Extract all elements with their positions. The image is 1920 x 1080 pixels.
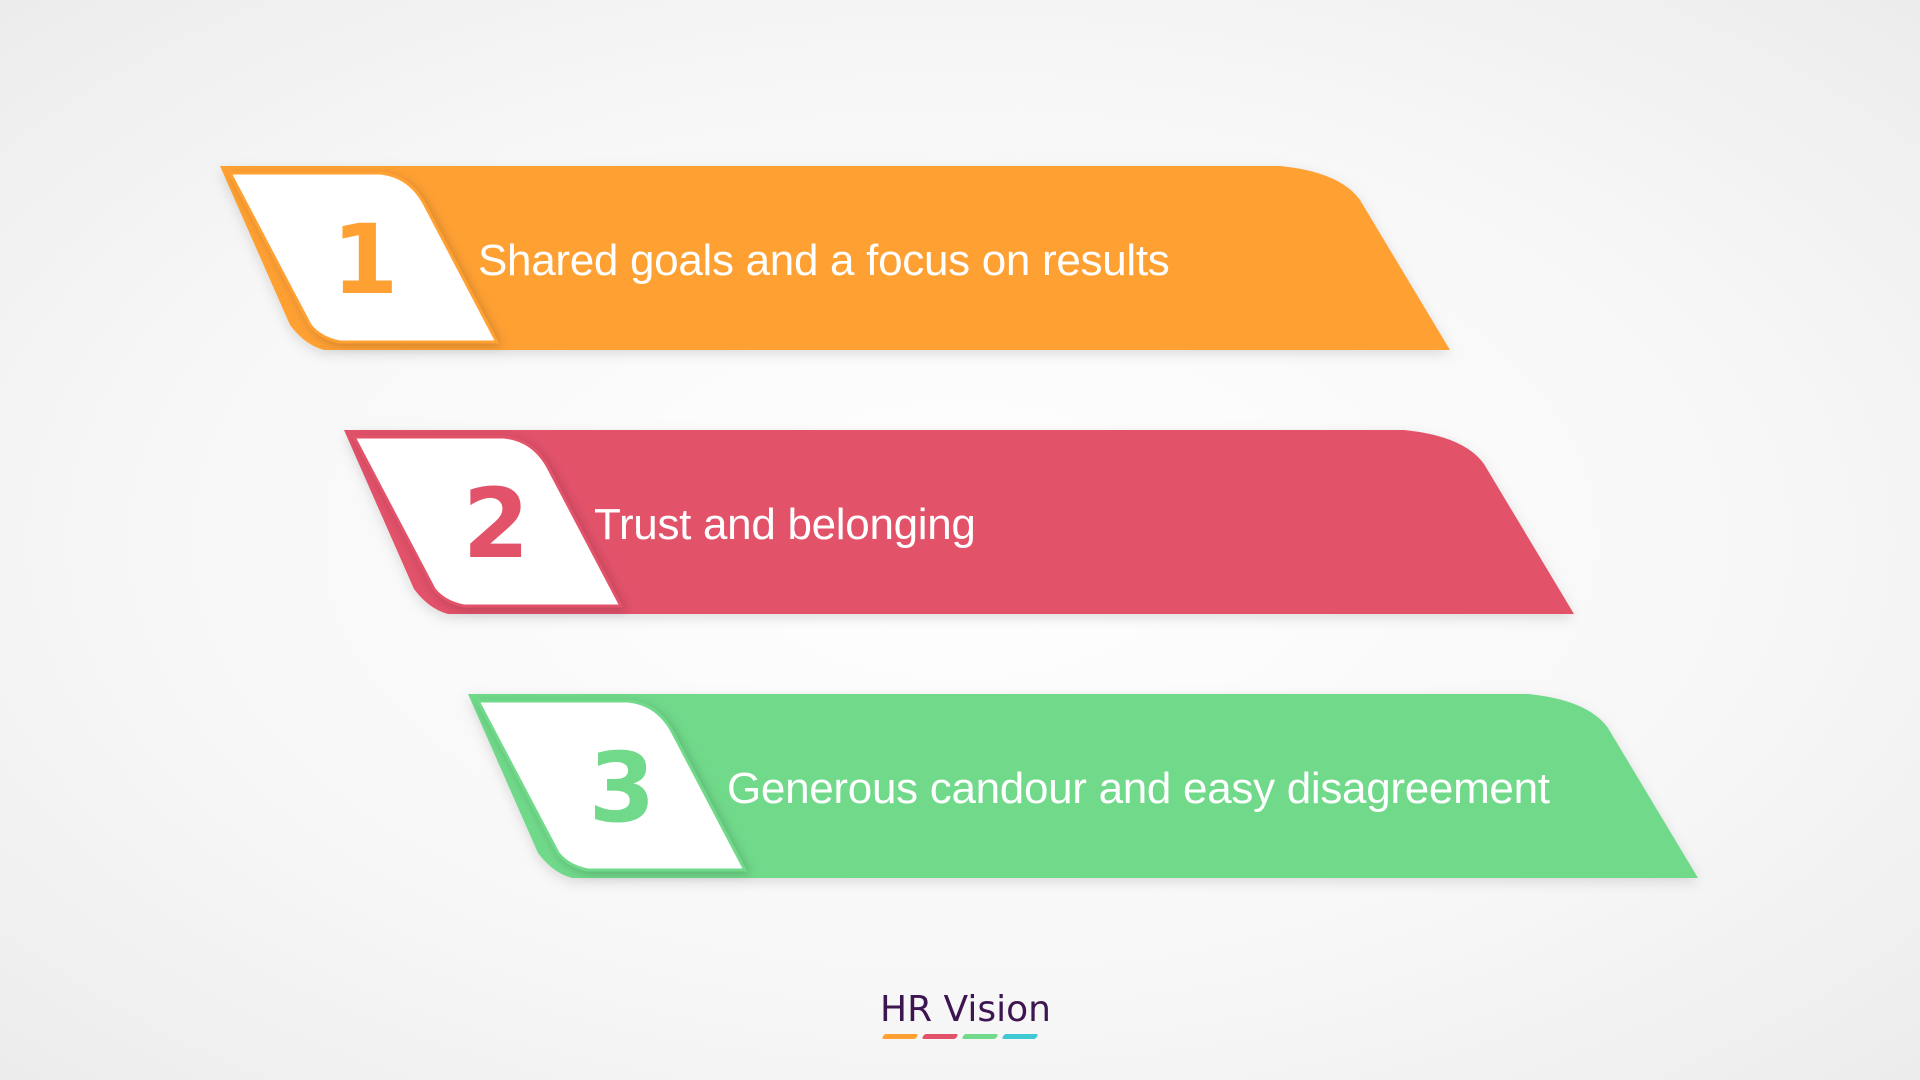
hr-vision-logo: HR Vision [880, 989, 1051, 1039]
logo-bar-2 [921, 1034, 959, 1039]
logo-text: HR Vision [880, 989, 1051, 1030]
step-2-text: Trust and belonging [594, 500, 976, 549]
step-2-banner [344, 430, 1574, 614]
step-1-number-card [227, 171, 500, 344]
step-3: 3 Generous candour and easy disagreement [468, 694, 1698, 878]
logo-bar-1 [881, 1034, 919, 1039]
step-1-banner [220, 166, 1450, 350]
step-3-text: Generous candour and easy disagreement [727, 764, 1550, 813]
logo-bar-3 [961, 1034, 999, 1039]
step-1-number: 1 [332, 204, 399, 316]
step-3-number: 3 [589, 732, 656, 844]
step-3-number-card [475, 699, 748, 872]
step-2-number: 2 [463, 468, 530, 580]
step-1-text: Shared goals and a focus on results [478, 236, 1170, 285]
logo-color-bars [880, 1034, 1040, 1039]
step-2-number-card [351, 435, 624, 608]
step-1: 1 Shared goals and a focus on results [220, 166, 1450, 350]
step-2: 2 Trust and belonging [344, 430, 1574, 614]
logo-bar-4 [1001, 1034, 1039, 1039]
step-3-banner [468, 694, 1698, 878]
